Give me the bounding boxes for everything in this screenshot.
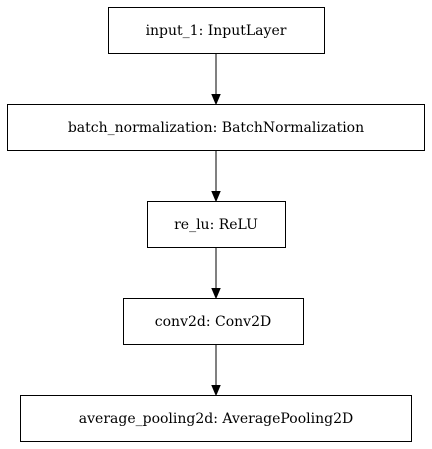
edges-layer <box>211 53 221 397</box>
arrow-head-icon <box>211 385 221 397</box>
node-label: average_pooling2d: AveragePooling2D <box>79 411 353 427</box>
node-label: batch_normalization: BatchNormalization <box>68 120 364 136</box>
node-label: input_1: InputLayer <box>146 23 287 39</box>
node-input-layer: input_1: InputLayer <box>108 7 325 54</box>
node-re-lu: re_lu: ReLU <box>147 201 286 248</box>
node-label: re_lu: ReLU <box>174 217 258 233</box>
node-box <box>7 104 425 151</box>
node-box <box>108 7 325 54</box>
node-box <box>123 298 304 345</box>
arrow-head-icon <box>211 288 221 300</box>
node-average-pooling2d: average_pooling2d: AveragePooling2D <box>20 395 412 442</box>
arrow-head-icon <box>211 94 221 106</box>
node-batch-normalization: batch_normalization: BatchNormalization <box>7 104 425 151</box>
arrow-head-icon <box>211 191 221 203</box>
node-label: conv2d: Conv2D <box>155 314 271 330</box>
node-box <box>147 201 286 248</box>
node-box <box>20 395 412 442</box>
node-conv2d: conv2d: Conv2D <box>123 298 304 345</box>
